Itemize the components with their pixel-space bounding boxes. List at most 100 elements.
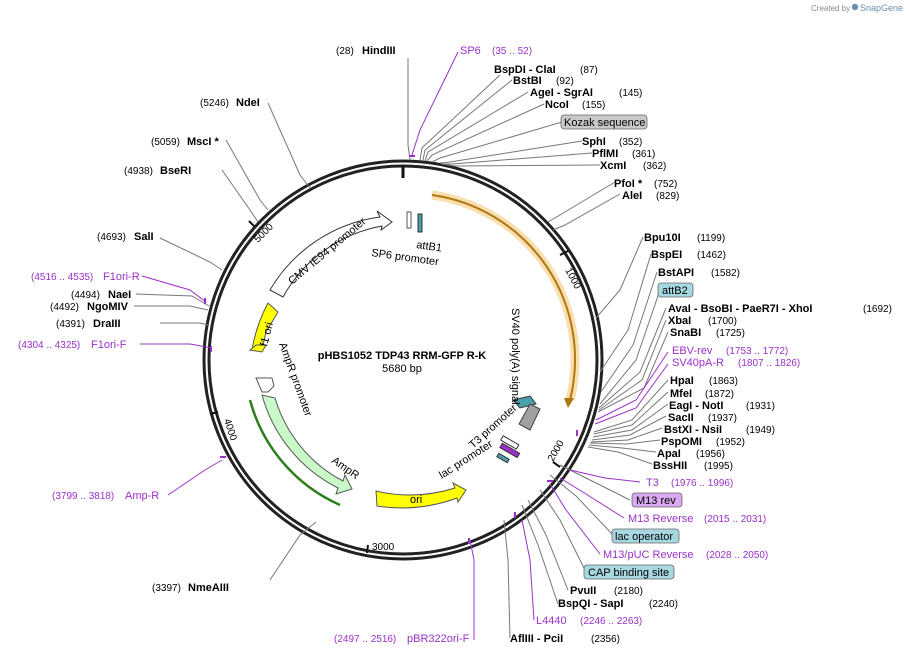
ncoi-name: NcoI [545,99,569,111]
leader-line [549,474,615,537]
bspqi-sapi-name: BspQI - SapI [558,598,623,610]
primer-leader-line [549,483,601,555]
ngomiv-name: NgoMIV [87,301,129,313]
cap-site-label: CAP binding site [588,567,669,579]
leader-line [439,140,583,164]
ebv-rev-range: (1753 .. 1772) [726,346,788,357]
apai-name: ApaI [657,448,681,460]
leader-line [426,103,545,162]
bspdi-clai-name: BspDI - ClaI [494,64,556,76]
leader-line [267,102,311,189]
primer-mark [409,155,415,157]
primer-mark [547,480,553,482]
t3-primer-range: (1976 .. 1996) [671,478,733,489]
leader-line [593,391,669,435]
tick-label-3000: 3000 [372,542,395,553]
pfoi-name: PfoI * [614,178,643,190]
tick-mark [559,250,569,256]
primer-leader-line [569,469,641,483]
primer-leader-line [167,459,223,496]
snapgene-logo: SnapGene [851,3,903,13]
leader-lines [134,58,669,639]
leader-line [135,293,210,307]
leader-line [589,439,661,445]
bpu10i-name: Bpu10I [644,232,681,244]
lac-promoter-label: lac promoter [437,438,495,482]
apai-pos: (1956) [696,449,725,460]
ndei-pos: (5246) [200,98,229,109]
sv40pa-r-name: SV40pA-R [672,357,724,369]
f1-ori-label: f1 ori [258,321,276,348]
ori-arrow [375,481,467,509]
t3-promoter-mark [500,435,520,450]
f1ori-f-name: F1ori-F [91,339,127,351]
naei-name: NaeI [108,289,131,301]
m13-puc-reverse-name: M13/pUC Reverse [603,549,693,561]
sacii-pos: (1937) [708,413,737,424]
afliii-pcii-name: AflIII - PciI [510,633,563,645]
naei-pos: (4494) [71,290,100,301]
leader-line [521,504,559,605]
msci-pos: (5059) [151,137,180,148]
plasmid-length: 5680 bp [382,363,422,375]
leader-line [159,237,223,271]
bpu10i-pos: (1199) [697,233,725,244]
alei-name: AleI [622,190,642,202]
primer-leader-line [469,539,475,640]
backbone-outer-ring [202,159,604,561]
pflmi-pos: (361) [632,149,655,160]
bstapi-pos: (1582) [711,268,740,279]
leader-line [221,169,259,223]
draiii-name: DraIII [93,318,121,330]
leader-line [441,152,593,165]
pfoi-pos: (752) [654,179,677,190]
avai-group-name: AvaI - BsoBI - PaeR7I - XhoI [668,303,812,315]
m13-reverse-range: (2015 .. 2031) [704,514,766,525]
primer-leader-line [411,51,459,156]
primer-mark [210,346,212,352]
bseri-pos: (4938) [124,166,153,177]
cmv-promoter-label: CMV IE94 promoter [286,215,368,287]
kozak-box [560,114,648,130]
primer-mark [576,430,578,436]
leader-line [599,289,661,405]
draiii-pos: (4391) [56,319,85,330]
hindiii-name: HindIII [362,45,396,57]
ampr-gene-arrow [261,394,353,495]
sphi-pos: (352) [619,137,642,148]
tick-mark [209,411,219,415]
leader-line [422,79,513,161]
f1ori-f-range: (4304 .. 4325) [18,340,80,351]
leader-line [431,121,563,163]
sphi-name: SphI [582,136,606,148]
m13-mark [499,442,521,459]
leader-line [600,271,658,393]
ndei-name: NdeI [236,97,260,109]
m13-puc-reverse-range: (2028 .. 2050) [706,550,768,561]
amp-r-name: Amp-R [125,490,159,502]
mfei-name: MfeI [670,388,692,400]
primer-leader-line [559,477,625,519]
f1-ori-arrow [251,302,279,351]
leader-line [552,193,621,231]
msci-name: MscI * [187,136,220,148]
avai-group-pos: (1692) [863,304,892,315]
primer-leader-line [594,363,669,425]
leader-line [587,446,653,465]
leader-line [419,74,501,161]
snabi-name: SnaBI [670,327,701,339]
pbr322ori-f-range: (2497 .. 2516) [334,634,396,645]
t3-primer-name: T3 [646,477,659,489]
mfei-pos: (1872) [705,389,734,400]
nmeaiii-pos: (3397) [152,583,181,594]
lac-operator-label: lac operator [615,531,673,543]
attb2-box [657,282,694,298]
leader-line [407,58,411,161]
primer-leader-line [521,519,535,621]
credit-text: Created by [811,4,850,13]
alei-pos: (829) [656,191,679,202]
pflmi-name: PflMI [592,148,618,160]
leader-line [527,499,569,591]
sacii-name: SacII [668,412,694,424]
leader-line [547,181,616,223]
